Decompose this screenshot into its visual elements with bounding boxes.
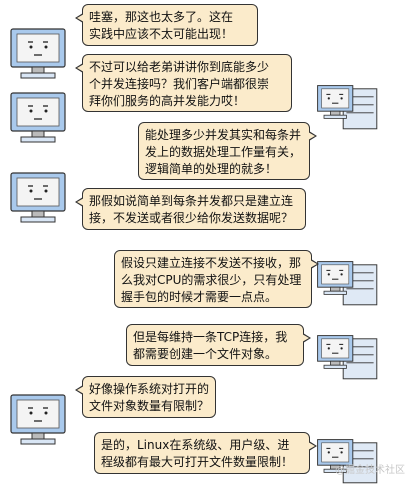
chat-bubble-server: 但是每维持一条TCP连接，我 都需要创建一个文件对象。 xyxy=(126,324,311,366)
client-monitor-icon xyxy=(10,92,66,143)
chat-bubble-client: 那假如说简单到每条并发都只是建立连 接，不发送或者很少给你发送数据呢？ xyxy=(75,188,306,230)
watermark-text: @掘金技术社区 xyxy=(335,465,405,476)
chat-bubble-server: 是的，Linux在系统级、用户级、进 程级都有最大可打开文件数量限制！ xyxy=(94,432,317,474)
server-icon xyxy=(317,335,378,380)
server-icon xyxy=(317,261,378,306)
client-monitor-icon xyxy=(10,394,66,445)
client-monitor-icon xyxy=(10,172,66,223)
client-monitor-icon xyxy=(10,28,66,79)
server-icon xyxy=(317,85,378,130)
chat-bubble-server: 假设只建立连接不发送不接收，那 么我对CPU的需求很少，只有处理 握手包的时候才… xyxy=(114,250,319,308)
server-icon xyxy=(317,439,378,484)
chat-bubble-client: 好像操作系统对打开的 文件对象数量有限制？ xyxy=(75,376,216,418)
chat-bubble-client: 哇塞，那这也太多了。这在 实践中应该不太可能出现！ xyxy=(75,4,258,46)
chat-bubble-client: 不过可以给老弟讲讲你到底能多少 个并发连接吗？我们客户端都很崇 拜你们服务的高并… xyxy=(75,54,292,112)
chat-bubble-server: 能处理多少并发其实和每条并 发上的数据处理工作量有关， 逻辑简单的处理的就多！ xyxy=(138,122,317,180)
